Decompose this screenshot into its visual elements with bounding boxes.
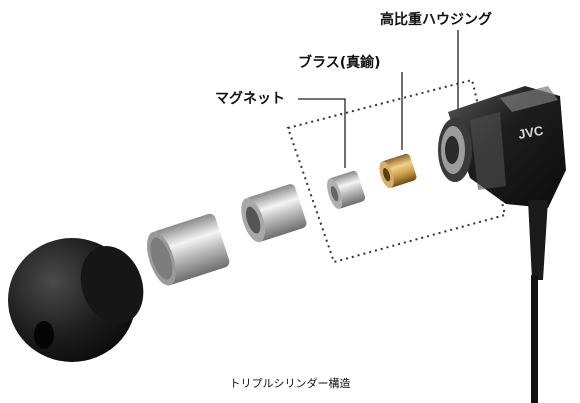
magnet-cylinder bbox=[327, 170, 366, 210]
enclosure-dotted-box bbox=[286, 78, 507, 264]
nozzle-cylinder bbox=[147, 213, 230, 286]
label-magnet: マグネット bbox=[215, 91, 285, 107]
earphone-housing: JVC bbox=[438, 86, 566, 208]
brand-logo: JVC bbox=[517, 123, 545, 142]
brass-cylinder bbox=[379, 153, 417, 189]
figure-caption: トリプルシリンダー構造 bbox=[229, 377, 351, 390]
leader-lines bbox=[298, 30, 459, 168]
label-brass: ブラス(真鍮) bbox=[298, 55, 381, 71]
leader-magnet bbox=[298, 98, 346, 168]
label-high-density-housing: 高比重ハウジング bbox=[380, 12, 492, 28]
cable bbox=[528, 200, 548, 403]
ear-tip bbox=[8, 238, 144, 362]
middle-cylinder bbox=[241, 184, 307, 243]
